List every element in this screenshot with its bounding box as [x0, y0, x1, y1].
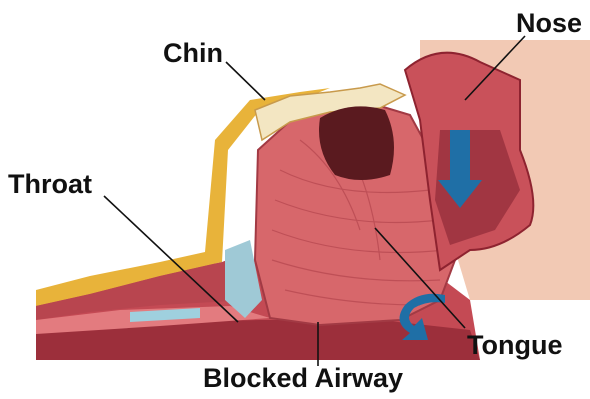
blocked-airway-label: Blocked Airway	[203, 365, 403, 392]
nose-label: Nose	[516, 10, 582, 37]
tongue-label: Tongue	[467, 332, 562, 359]
chin-leader	[226, 62, 265, 100]
chin-label: Chin	[163, 40, 223, 67]
throat-label: Throat	[8, 171, 92, 198]
